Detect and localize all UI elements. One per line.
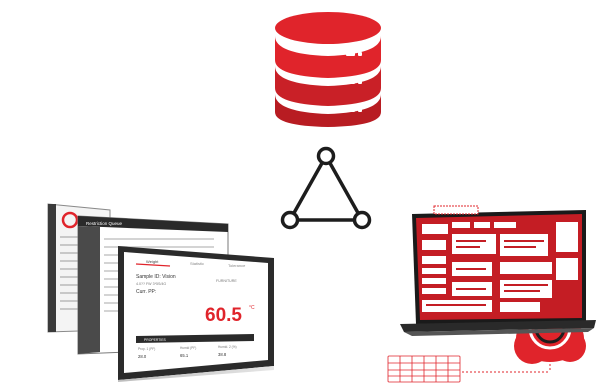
tab-statistic: Statistic	[190, 261, 204, 266]
laptop-illustration	[387, 205, 596, 383]
field-3: Humid. 2 (%)	[218, 345, 237, 349]
front-monitor: Weight Statistic Tolerance Sample ID: Vi…	[118, 246, 274, 382]
field-2-value: 65.1	[180, 353, 189, 358]
reading-unit: °C	[249, 305, 255, 311]
field-2: Humid (PF)	[180, 346, 196, 350]
panel-title: Restriction Queue	[86, 221, 123, 226]
right-label: FURNITURE	[216, 279, 237, 283]
sample-sub: 4.0?? FW 3*5S/4G	[136, 282, 166, 286]
sample-id: Sample ID: Vision	[136, 274, 176, 280]
tab-weight: Weight	[146, 259, 159, 264]
network-triangle-icon	[280, 146, 372, 230]
keyboard-sketch	[387, 355, 461, 383]
reading-value: 60.5	[205, 305, 242, 326]
field-1: Prop. 1 (PF)	[138, 347, 155, 351]
field-3-value: 38.8	[218, 352, 227, 357]
database-icon	[275, 12, 381, 127]
field-1-value: 28.0	[138, 354, 147, 359]
software-windows-illustration: Restriction Queue Weight Statistic Toler…	[47, 203, 274, 382]
tab-tolerance: Tolerance	[228, 263, 246, 268]
curr-label: Curr. PP:	[136, 289, 156, 295]
bottom-title: PROPERTIES	[144, 338, 167, 342]
